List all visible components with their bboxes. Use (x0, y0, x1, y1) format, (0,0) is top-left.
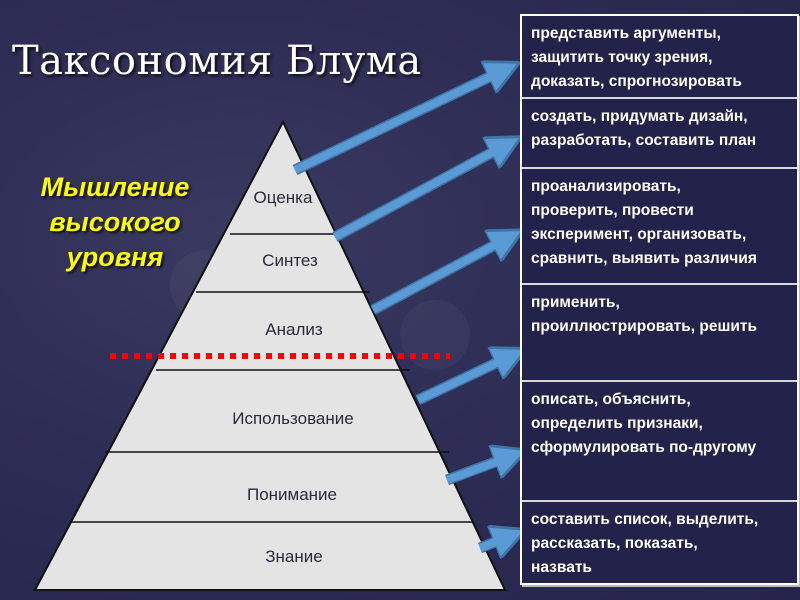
slide-title: Таксономия Блума (12, 38, 422, 84)
pyramid-level-label: Использование (232, 409, 353, 428)
higher-order-thinking-label: Мышление высокого уровня (20, 170, 210, 275)
verbs-cell-evaluation: представить аргументы, защитить точку зр… (522, 16, 797, 99)
pyramid-level-label: Оценка (254, 188, 313, 207)
pyramid-level-label: Понимание (247, 485, 337, 504)
pyramid-level-label: Знание (265, 547, 322, 566)
higher-order-line: высокого (49, 207, 181, 237)
verbs-cell-comprehension: описать, объяснить, определить признаки,… (522, 382, 797, 502)
verbs-table: представить аргументы, защитить точку зр… (520, 14, 799, 585)
verbs-cell-knowledge: составить список, выделить, рассказать, … (531, 511, 759, 576)
higher-order-line: уровня (66, 242, 164, 272)
pyramid-level-label: Синтез (262, 251, 318, 270)
verbs-cell-synthesis: создать, придумать дизайн, разработать, … (522, 99, 797, 169)
higher-order-line: Мышление (40, 172, 190, 202)
pyramid-level-label: Анализ (265, 320, 323, 339)
verbs-cell-application: применить, проиллюстрировать, решить (522, 285, 797, 382)
verbs-cell-analysis: проанализировать, проверить, провести эк… (522, 169, 797, 285)
